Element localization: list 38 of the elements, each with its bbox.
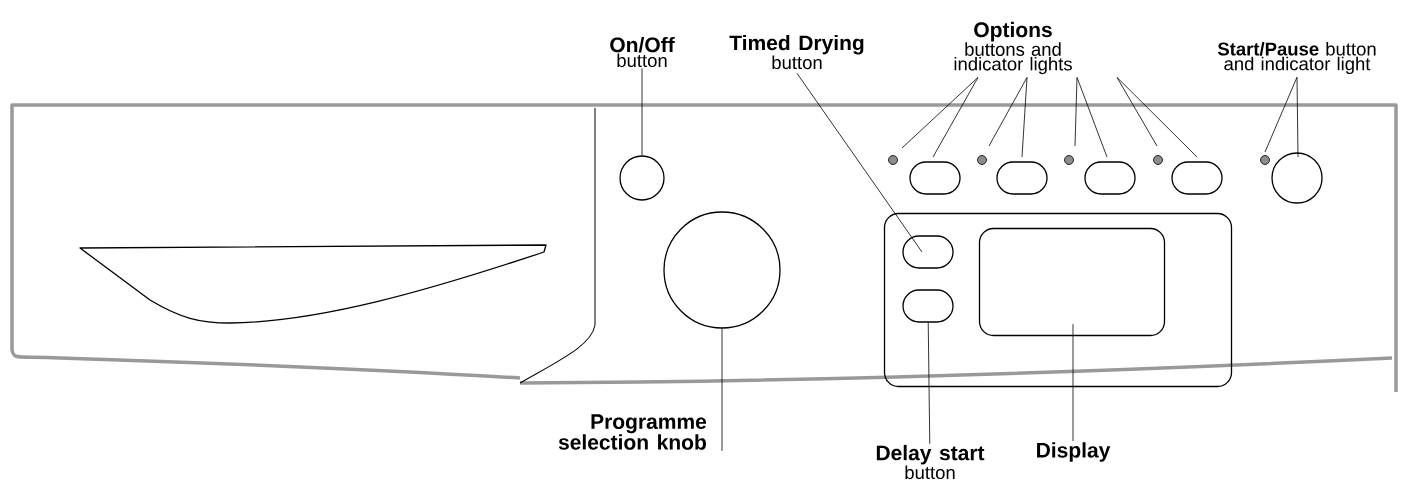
callout-label: Timed Drying button (729, 34, 864, 70)
oval-button (902, 235, 954, 269)
oval-button (902, 289, 954, 323)
leader-line (641, 67, 643, 156)
leader-line (1074, 77, 1078, 147)
leader-line (1076, 77, 1108, 158)
indicator-light (977, 155, 987, 165)
leader-line (1072, 323, 1074, 442)
leader-line (1021, 77, 1028, 158)
oval-button (1171, 161, 1223, 195)
leader-line (927, 322, 931, 445)
knob (663, 211, 781, 329)
indicator-light (1064, 155, 1074, 165)
leader-line (721, 328, 723, 452)
round-button (1271, 152, 1323, 204)
oval-button (1084, 161, 1136, 195)
leader-line (901, 77, 979, 149)
callout-label: Programme selection knob (558, 414, 707, 450)
leader-line (796, 72, 923, 253)
oval-button (909, 161, 961, 195)
indicator-light (888, 155, 898, 165)
callout-label: Options buttons and indicator lights (954, 21, 1072, 75)
callout-label: On/Off button (610, 36, 675, 68)
leader-line (1264, 76, 1298, 153)
oval-button (996, 161, 1048, 195)
indicator-light (1260, 155, 1270, 165)
leader-line (1296, 76, 1299, 158)
leader-line (1116, 77, 1158, 147)
leader-line (1116, 77, 1198, 158)
callout-label: Start/Pause button and indicator light (1217, 42, 1376, 74)
display-panel (883, 212, 1233, 388)
leader-line (932, 77, 979, 158)
callout-label: Display (1037, 442, 1111, 462)
display-screen (978, 227, 1166, 337)
callout-label: Delay start button (876, 444, 985, 480)
indicator-light (1153, 155, 1163, 165)
round-button (619, 155, 665, 201)
leader-line (988, 77, 1028, 147)
